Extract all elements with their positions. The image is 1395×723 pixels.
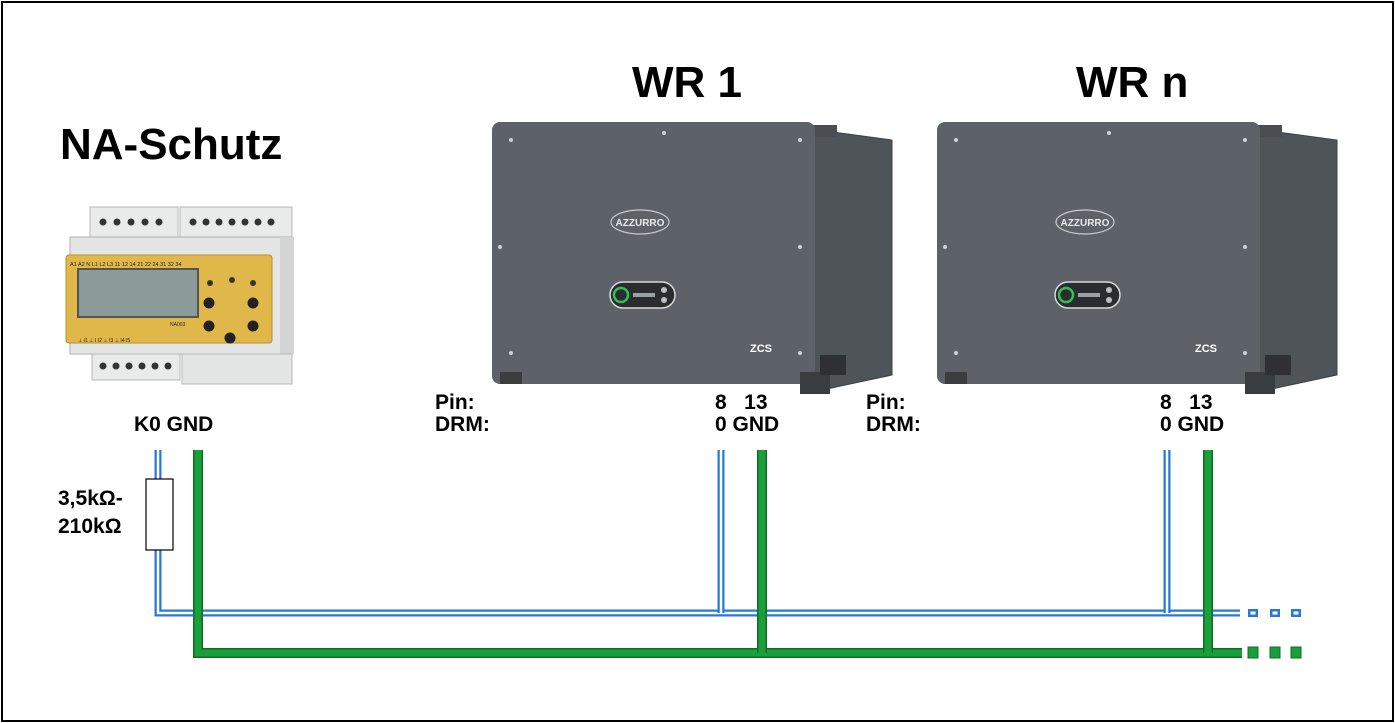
inverter-1-pin-label: Pin: (435, 391, 475, 414)
inverter-1-drm-values: 0 GND (715, 413, 780, 436)
resistor-value-line1: 3,5kΩ- (58, 487, 123, 510)
inverter-n-pin-values: 8 13 (1160, 391, 1213, 414)
inverter-1-drm-label: DRM: (435, 413, 490, 436)
ground-wire (193, 450, 1302, 659)
inverter-n-device: AZZURRO ZCS (937, 122, 1338, 394)
inverter-n-drm-label: DRM: (866, 413, 921, 436)
resistor-value: 3,5kΩ- 210kΩ (58, 485, 123, 541)
signal-wire (154, 450, 1301, 617)
top-terminal-labels: A1 A2 N L1 L2 L3 11 12 14 21 22 24 31 32… (70, 262, 182, 268)
inverter-1-title: WR 1 (632, 58, 742, 107)
inverter-n-logo: ZCS (1195, 343, 1217, 355)
inverter-n-pin-label: Pin: (866, 391, 906, 414)
relay-terminal-labels: K0 GND (134, 413, 214, 436)
inverter-n-title: WR n (1076, 58, 1189, 107)
ground-wire-continuation (1247, 646, 1302, 659)
resistor-value-line2: 210kΩ (58, 515, 122, 538)
signal-wire-continuation (1248, 609, 1301, 617)
inverter-n-drm-values: 0 GND (1160, 413, 1225, 436)
resistor (145, 478, 174, 551)
na-schutz-device: A1 A2 N L1 L2 L3 11 12 14 21 22 24 31 32… (65, 206, 294, 385)
inverter-1-brand: AZZURRO (616, 218, 665, 229)
bottom-terminal-labels: ⊥ I1 ⊥ I I2 ⊥ I3 ⊥ I4 I5 (78, 338, 130, 344)
inverter-1-logo: ZCS (750, 343, 772, 355)
inverter-n-brand: AZZURRO (1061, 218, 1110, 229)
inverter-1-pin-values: 8 13 (715, 391, 768, 414)
inverter-1-device: AZZURRO ZCS (492, 122, 893, 394)
model-label: NA003 (170, 322, 186, 328)
na-schutz-title: NA-Schutz (60, 120, 283, 169)
